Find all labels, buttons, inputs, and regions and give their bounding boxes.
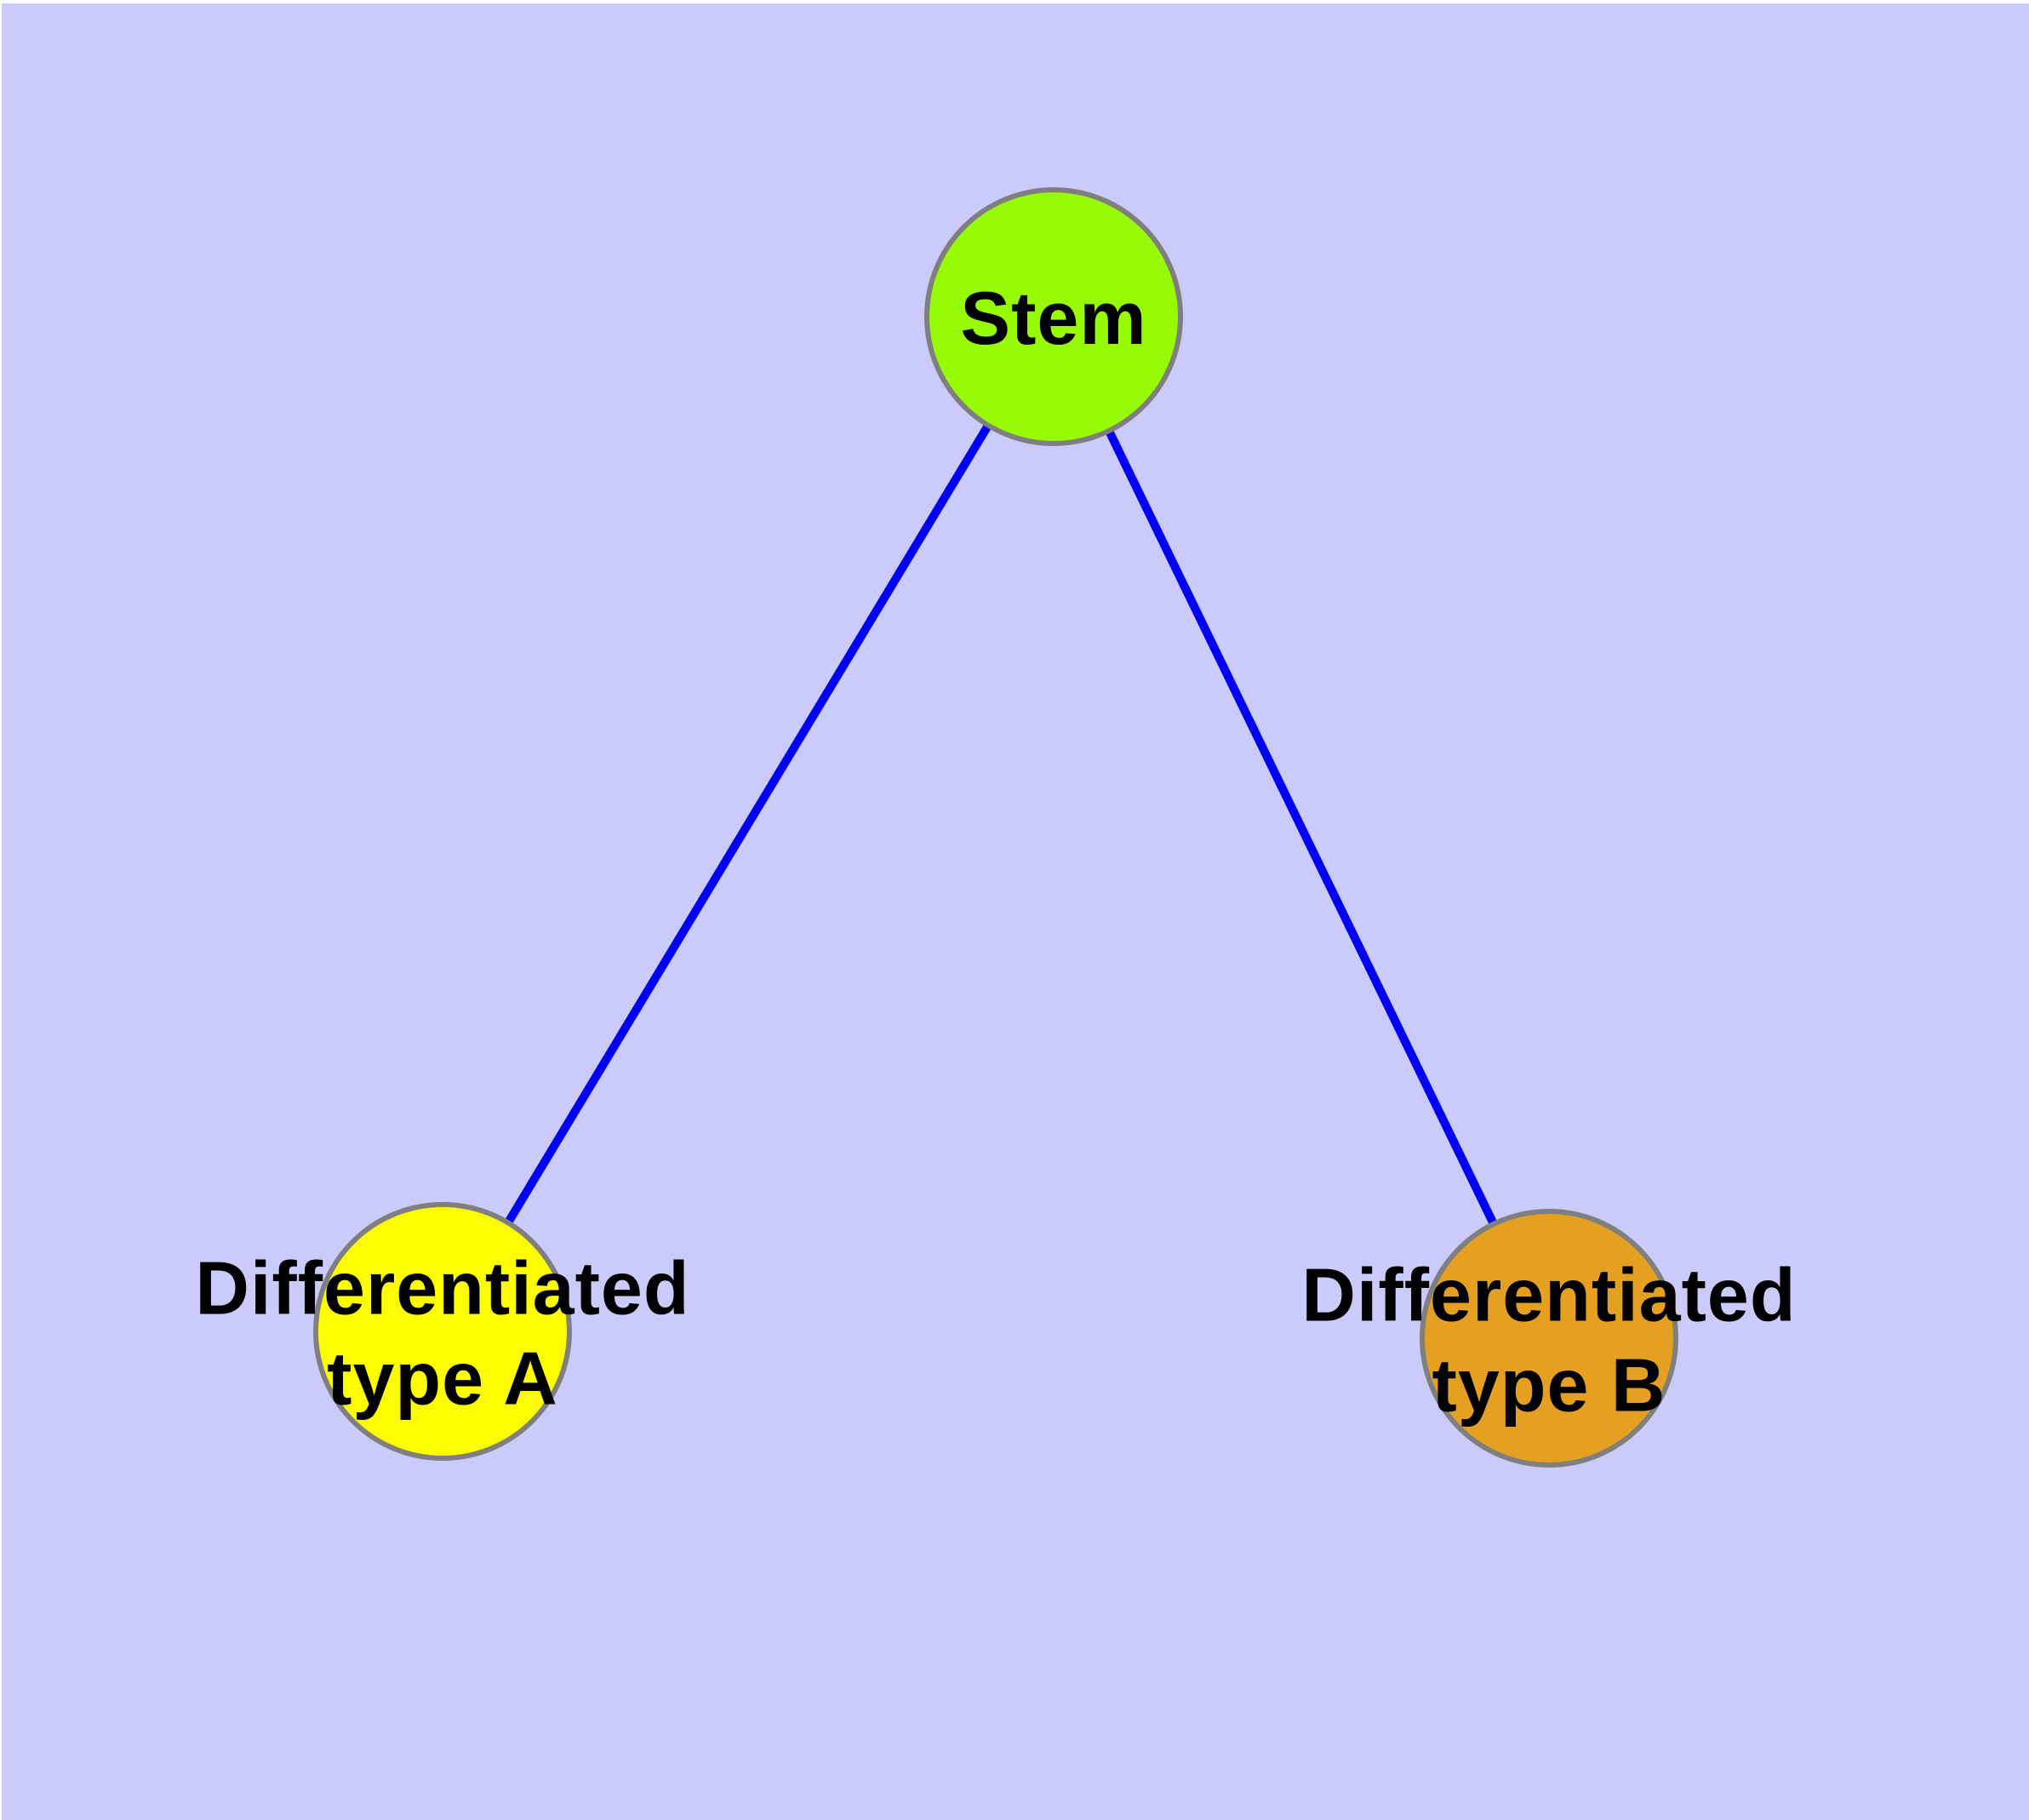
edge-stem-to-type-a	[438, 314, 1058, 1334]
node-label-stem: Stem	[960, 273, 1146, 363]
node-label-line: type A	[327, 1336, 558, 1420]
node-label-line: Differentiated	[195, 1245, 690, 1331]
node-label-line: type B	[1432, 1342, 1666, 1427]
node-label-differentiated-type-a: Differentiated type A	[195, 1243, 689, 1422]
node-differentiated-type-b	[1420, 1209, 1678, 1468]
node-label-line: Differentiated	[1301, 1252, 1797, 1337]
edge-stem-to-type-b	[1049, 314, 1553, 1341]
node-label-differentiated-type-b: Differentiated type B	[1301, 1250, 1796, 1429]
node-differentiated-type-a	[313, 1202, 572, 1461]
node-label-line: Stem	[960, 276, 1147, 361]
node-stem	[924, 187, 1183, 446]
